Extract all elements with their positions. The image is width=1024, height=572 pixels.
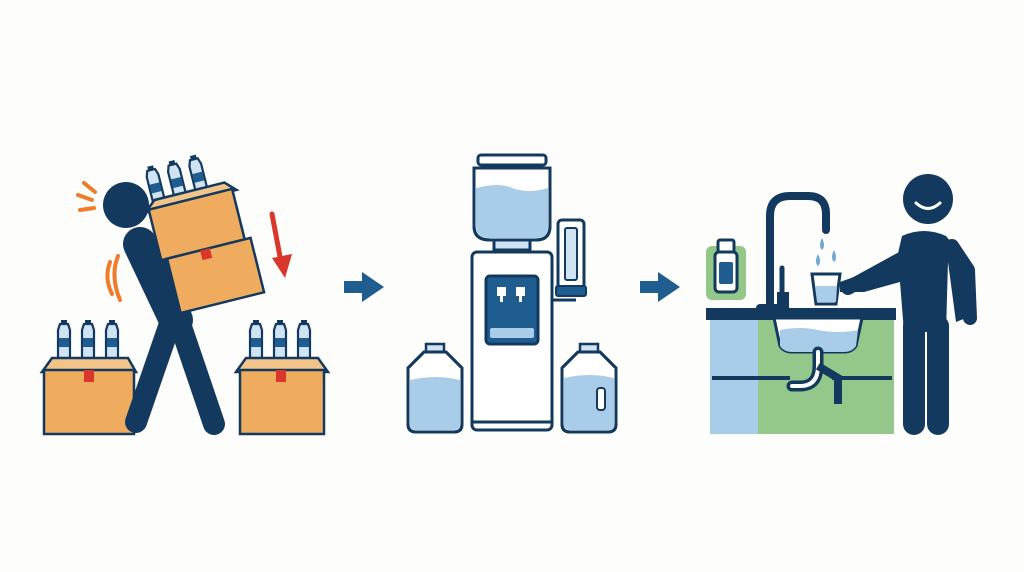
heavy-down-arrow-icon xyxy=(269,211,292,278)
right-bottle-box xyxy=(233,318,331,436)
cooler-top-jug-icon xyxy=(472,153,552,252)
carried-box-stack xyxy=(142,152,266,315)
step-water-cooler xyxy=(406,153,618,434)
sink-basin-icon xyxy=(772,316,864,404)
faucet-icon xyxy=(756,192,830,312)
arrow-right-icon xyxy=(344,272,384,302)
spare-jug-right-icon xyxy=(560,342,618,434)
water-glass-icon xyxy=(810,272,842,306)
left-bottle-box xyxy=(39,318,139,436)
cup-dispenser-icon xyxy=(552,218,587,302)
water-drops-icon xyxy=(816,238,836,266)
arrow-right-icon xyxy=(640,272,680,302)
step-tap-filter xyxy=(706,174,977,435)
spare-jug-left-icon xyxy=(406,342,464,434)
cooler-body xyxy=(470,250,554,432)
water-filter-cartridge-icon xyxy=(706,238,746,300)
strain-lines-icon xyxy=(76,181,122,302)
happy-person-icon xyxy=(840,174,977,435)
step-bottled-water xyxy=(39,152,331,436)
